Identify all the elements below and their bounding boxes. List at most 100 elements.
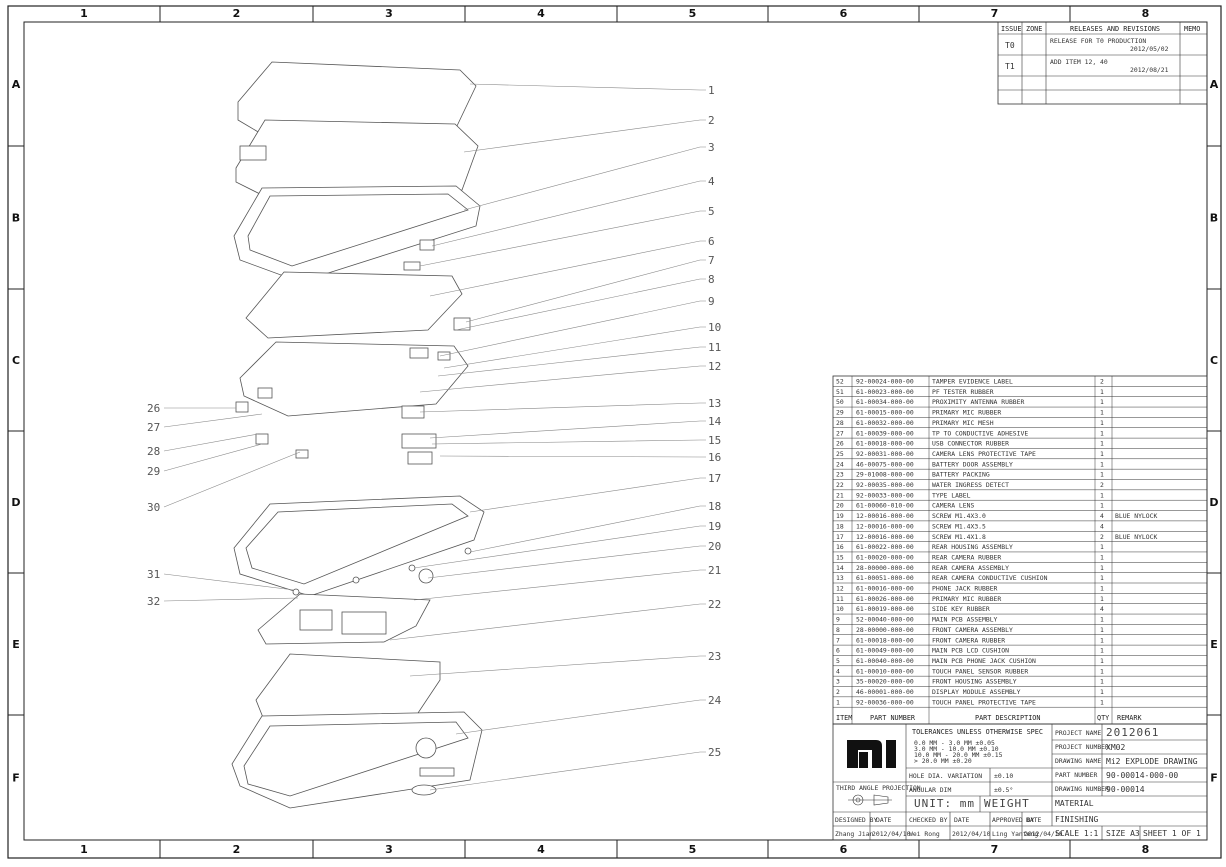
bom-qty: 4	[1100, 605, 1104, 613]
bom-qty: 1	[1100, 543, 1104, 551]
callout-leader	[163, 573, 295, 591]
callout-leader	[429, 751, 706, 791]
bom-header-desc: PART DESCRIPTION	[975, 714, 1040, 722]
bom-item: 21	[836, 491, 844, 499]
rev-header-memo: MEMO	[1184, 25, 1200, 33]
rear-camera-part	[401, 433, 437, 449]
battery-part	[255, 653, 441, 723]
callout-number: 21	[708, 564, 721, 577]
bom-item: 5	[836, 657, 840, 665]
callout-number: 27	[147, 421, 160, 434]
material-label: MATERIAL	[1055, 799, 1094, 808]
bom-desc: PHONE JACK RUBBER	[932, 585, 998, 593]
callout-leader	[163, 443, 263, 472]
rev-date: 2012/05/02	[1130, 45, 1169, 53]
projection-symbol-icon	[848, 794, 892, 806]
bom-remark: BLUE NYLOCK	[1115, 533, 1157, 541]
bom-item: 51	[836, 388, 844, 396]
bom-item: 3	[836, 678, 840, 686]
bom-desc: TOUCH PANEL PROTECTIVE TAPE	[932, 698, 1036, 706]
bom-pn: 61-00020-000-00	[856, 553, 914, 561]
bom-item: 16	[836, 543, 844, 551]
display-flex-part	[239, 145, 267, 161]
callout-number: 32	[147, 595, 160, 608]
callout-number: 7	[708, 254, 715, 267]
rev-header-zone: ZONE	[1026, 25, 1042, 33]
bom-item: 17	[836, 533, 844, 541]
zone-label-bottom: 2	[233, 843, 241, 856]
bom-pn: 61-00016-000-00	[856, 585, 914, 593]
projection-label: THIRD ANGLE PROJECTION	[836, 784, 921, 792]
bom-desc: SIDE KEY RUBBER	[932, 605, 990, 613]
callout-number: 15	[708, 434, 721, 447]
callout-leader	[437, 346, 706, 377]
callout-leader	[409, 655, 706, 677]
tolerance-row: 10.0 MM - 20.0 MM ±0.15	[914, 751, 1003, 759]
bom-pn: 92-00033-000-00	[856, 491, 914, 499]
bom-item: 10	[836, 605, 844, 613]
callout-leader	[419, 402, 706, 413]
bom-qty: 1	[1100, 636, 1104, 644]
bom-desc: CAMERA LENS	[932, 502, 974, 510]
bom-qty: 1	[1100, 553, 1104, 561]
callout-leader	[465, 259, 706, 323]
bom-pn: 61-00023-000-00	[856, 388, 914, 396]
bom-remark: BLUE NYLOCK	[1115, 512, 1157, 520]
callout-number: 4	[708, 175, 715, 188]
bom-header-item: ITEM	[836, 714, 852, 722]
mic-rubber-part	[255, 433, 269, 445]
tolerance-row: 3.0 MM - 10.0 MM ±0.10	[914, 745, 999, 753]
bom-pn: 29-01008-000-00	[856, 471, 914, 479]
bom-item: 22	[836, 481, 844, 489]
type-label-part	[257, 593, 431, 645]
bom-item: 15	[836, 553, 844, 561]
title-block	[832, 723, 1208, 841]
bom-desc: REAR CAMERA CONDUCTIVE CUSHION	[932, 574, 1048, 582]
bom-item: 12	[836, 585, 844, 593]
bom-item: 27	[836, 429, 844, 437]
bom-desc: PF TESTER RUBBER	[932, 388, 994, 396]
bom-desc: WATER INGRESS DETECT	[932, 481, 1009, 489]
bom-pn: 12-00016-000-00	[856, 512, 914, 520]
callout-leader	[163, 451, 301, 508]
bom-qty: 1	[1100, 688, 1104, 696]
callout-number: 12	[708, 360, 721, 373]
bom-pn: 28-00000-000-00	[856, 564, 914, 572]
callout-number: 2	[708, 114, 715, 127]
callout-number: 29	[147, 465, 160, 478]
bom-item: 1	[836, 698, 840, 706]
bom-desc: TYPE LABEL	[932, 491, 971, 499]
callout-number: 8	[708, 273, 715, 286]
callout-number: 22	[708, 598, 721, 611]
sheet-label: SHEET 1 OF 1	[1143, 829, 1201, 838]
zone-label-right: E	[1210, 638, 1218, 651]
bom-pn: 61-00026-000-00	[856, 595, 914, 603]
front-housing-part	[233, 185, 481, 283]
bom-pn: 61-00019-000-00	[856, 605, 914, 613]
callout-leader	[413, 525, 706, 569]
rear-housing-part	[233, 495, 485, 597]
callout-number: 23	[708, 650, 721, 663]
bom-pn: 61-00032-000-00	[856, 419, 914, 427]
bom-desc: PRIMARY MIC RUBBER	[932, 595, 1001, 603]
main-pcb-part	[239, 341, 469, 417]
bom-desc: FRONT HOUSING ASSEMBLY	[932, 678, 1017, 686]
bom-pn: 92-00035-000-00	[856, 481, 914, 489]
callout-number: 28	[147, 445, 160, 458]
zone-label-bottom: 3	[385, 843, 393, 856]
date-label: DATE	[954, 816, 970, 824]
hole-variation-label: HOLE DIA. VARIATION	[909, 772, 982, 780]
front-camera-part	[453, 317, 471, 331]
callout-leader	[463, 119, 706, 153]
callout-leader	[469, 477, 706, 513]
zone-label-right: B	[1210, 212, 1218, 225]
callout-leader	[163, 433, 259, 452]
revision-table: ISSUE ZONE RELEASES AND REVISIONS MEMO T…	[997, 21, 1208, 105]
pcb-cushion-part	[245, 271, 463, 339]
callout-number: 1	[708, 84, 715, 97]
bom-item: 19	[836, 512, 844, 520]
bom-item: 9	[836, 616, 840, 624]
title-block-text: mi TOLERANCES UNLESS OTHERWISE SPEC 0.0 …	[835, 726, 1201, 838]
callout-number: 9	[708, 295, 715, 308]
